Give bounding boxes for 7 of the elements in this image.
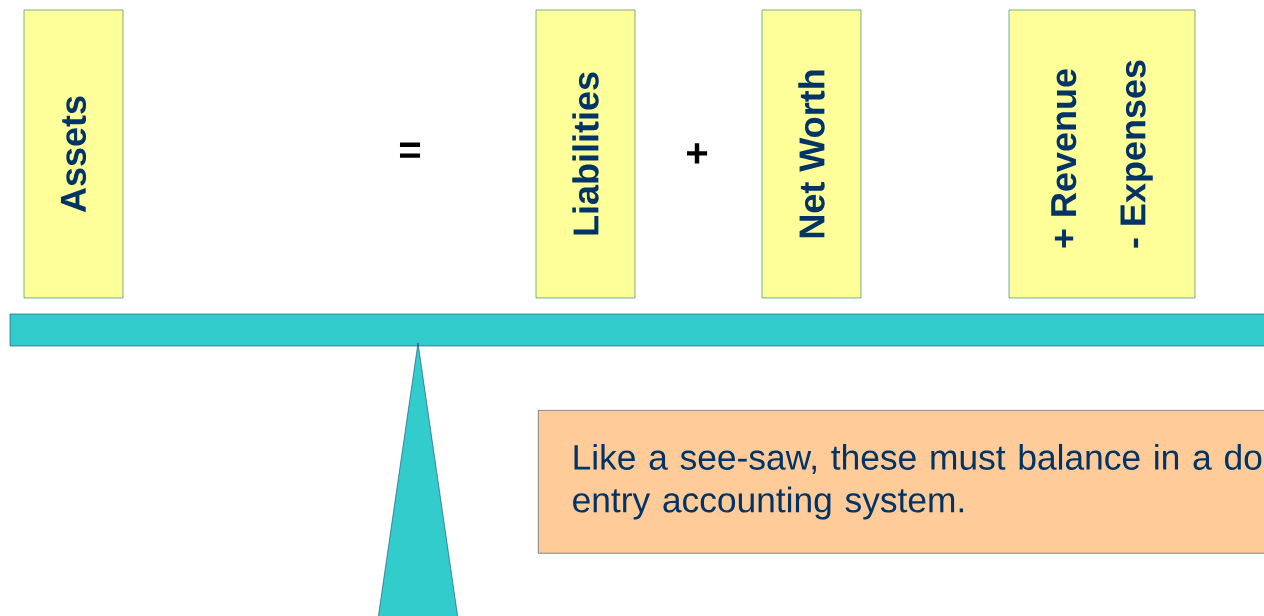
account-box: Assets [23,9,124,299]
note-box: Like a see-saw, these must balance in a do entry accounting system. [538,410,1264,554]
account-box: + Revenue - Expenses [1008,9,1196,299]
operator-sign: + [687,143,708,164]
operator-sign: = [400,142,421,158]
account-box: Net Worth [761,9,862,299]
account-box: Liabilities [535,9,636,299]
